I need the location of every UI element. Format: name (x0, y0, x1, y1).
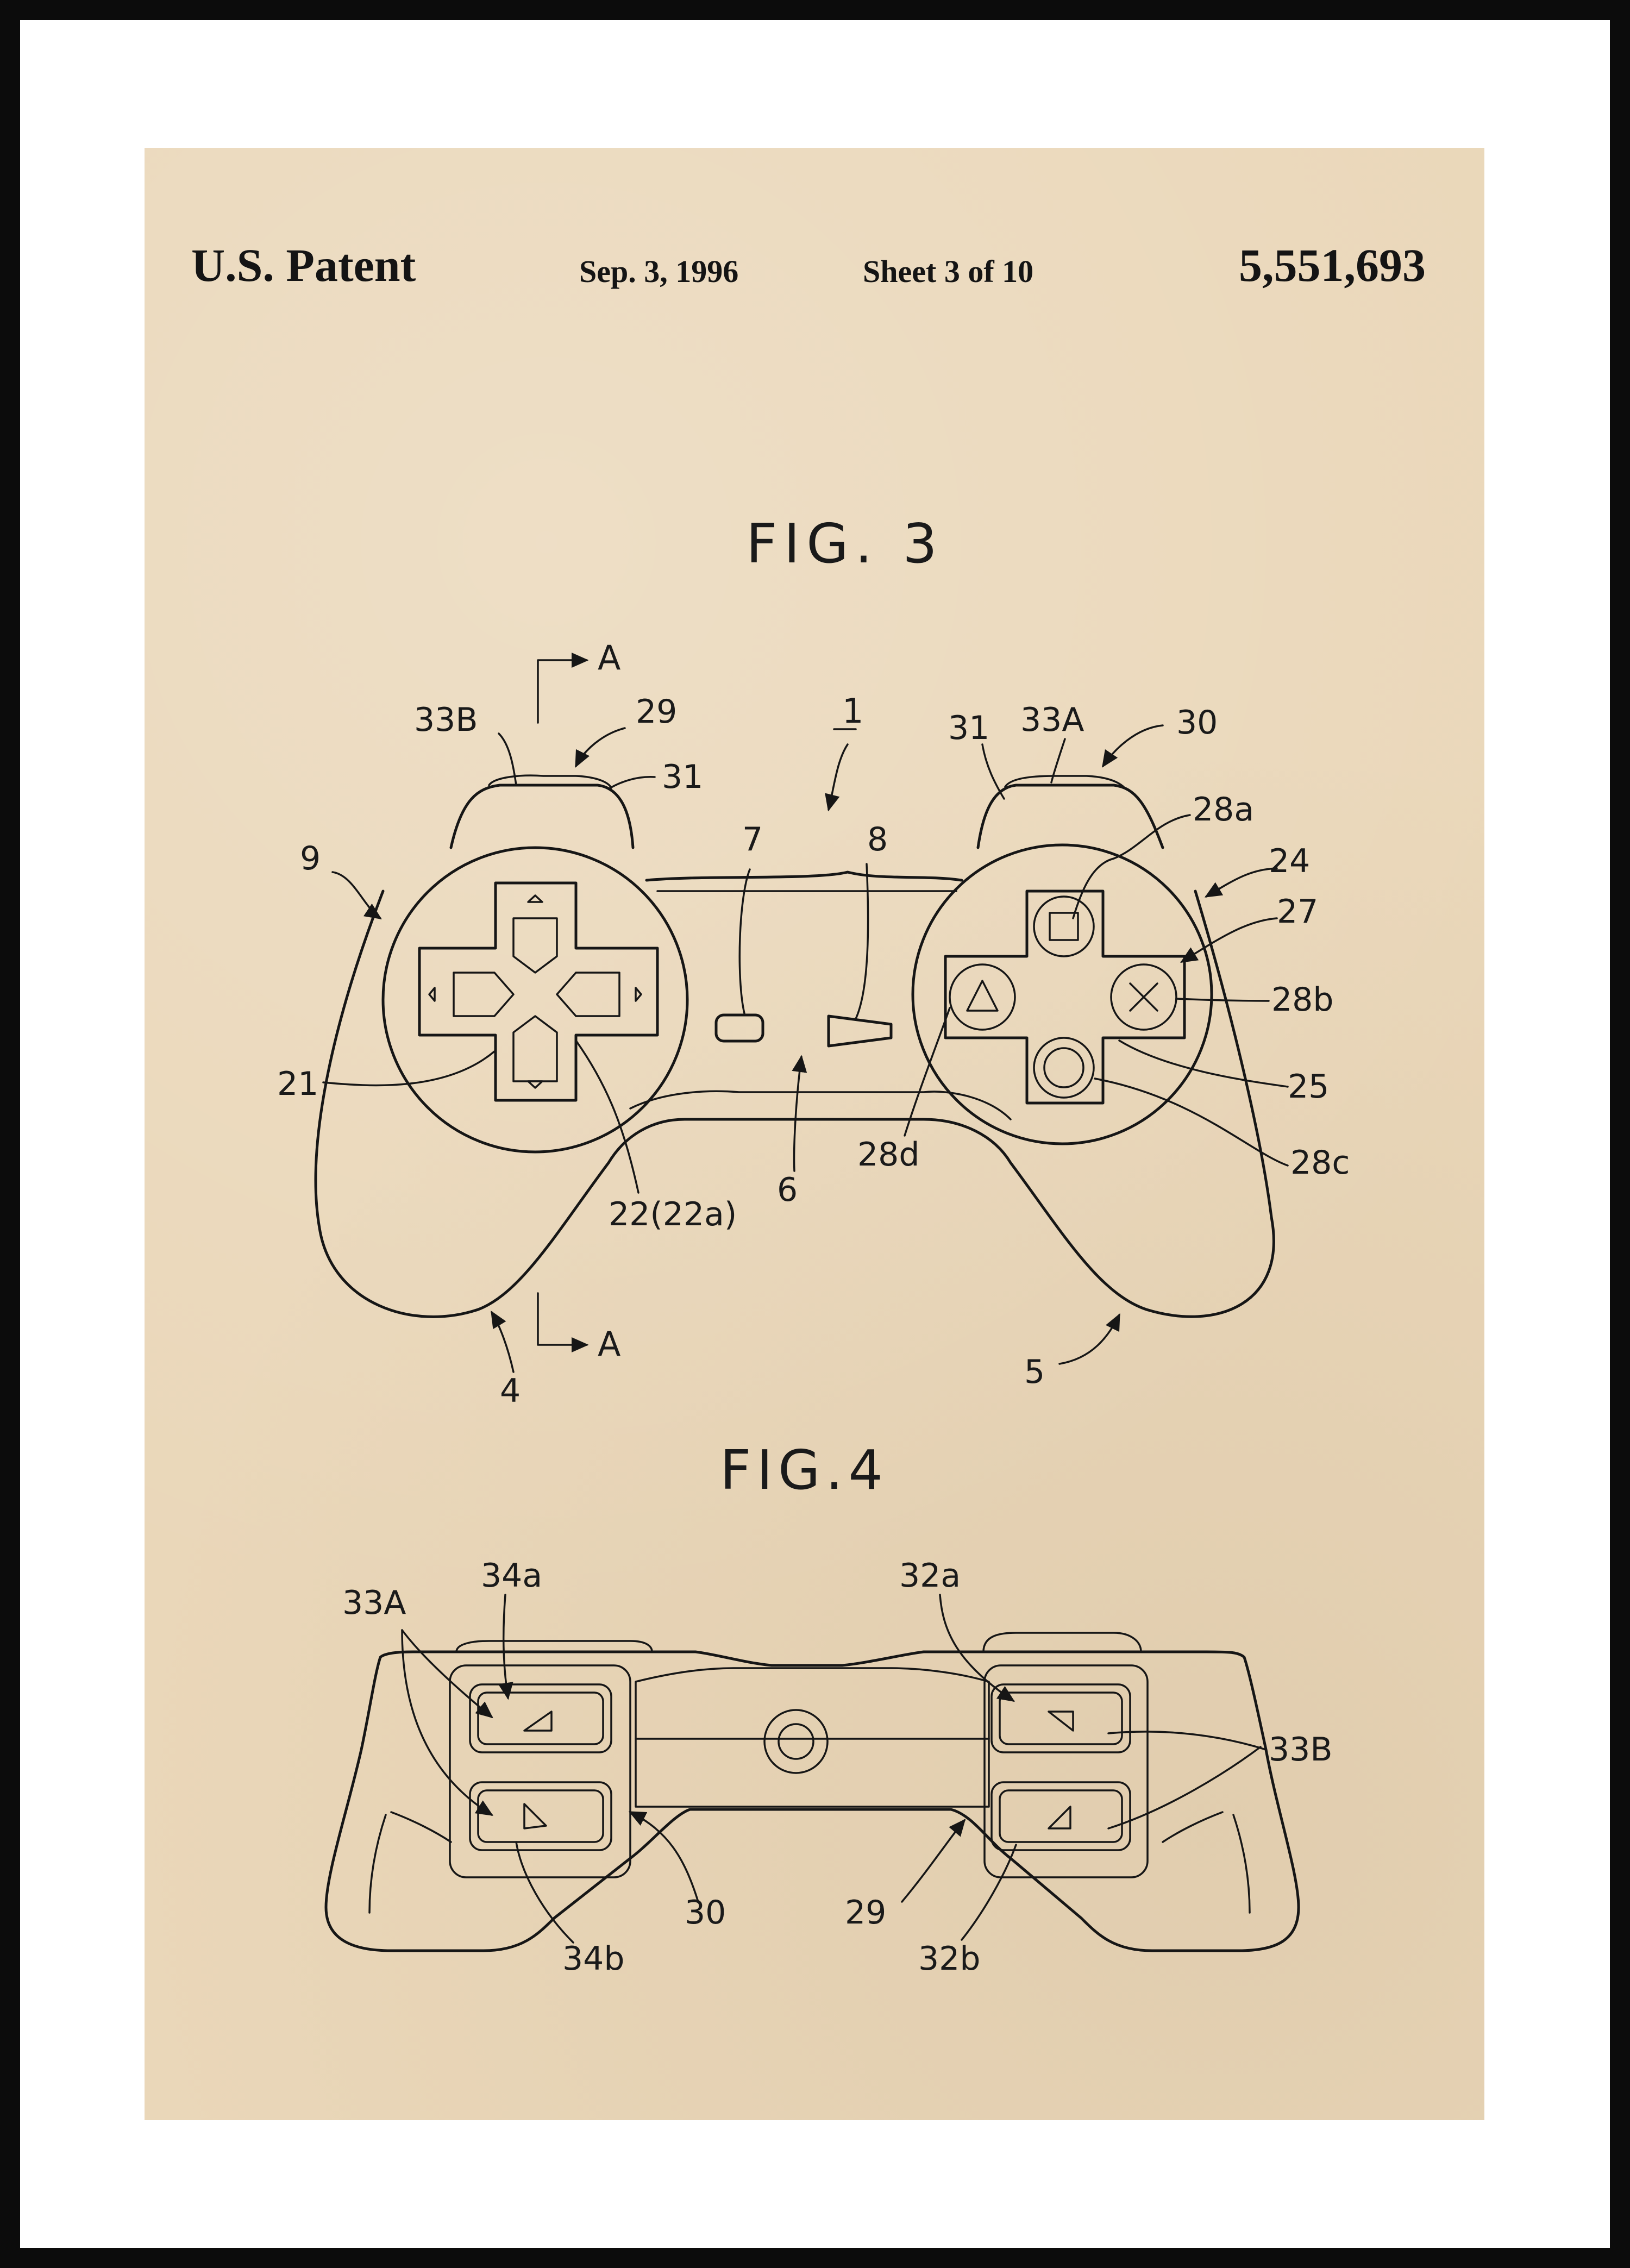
label-7: 7 (742, 820, 763, 859)
dpad-right-button (556, 972, 620, 1017)
fig3-leaders (322, 724, 1289, 1373)
dpad-up-button (512, 917, 558, 974)
label-28b: 28b (1271, 981, 1333, 1019)
fig4-label-33B: 33B (1269, 1731, 1333, 1769)
label-4: 4 (500, 1372, 521, 1410)
square-button (1033, 895, 1095, 957)
section-mark-top: A (598, 638, 620, 678)
label-30: 30 (1176, 704, 1218, 742)
fig4-label-32a: 32a (899, 1557, 961, 1595)
dpad-down-button (512, 1015, 558, 1082)
label-6: 6 (777, 1171, 798, 1209)
fig4-labels: 33A 34a 32a 33B 30 29 34b 32b (342, 1557, 1333, 1978)
circle-button (1033, 1037, 1095, 1099)
patent-sheet (145, 148, 1484, 2120)
fig4-label-34b: 34b (562, 1940, 624, 1978)
dpad (418, 881, 659, 1102)
fig3-title: FIG. 3 (746, 512, 944, 575)
section-mark-bottom: A (598, 1324, 620, 1364)
header-patent-number: 5,551,693 (1239, 239, 1426, 291)
label-33A: 33A (1020, 701, 1084, 739)
cross-button (1110, 963, 1177, 1031)
fig3-controller-outline (314, 774, 1275, 1318)
label-8: 8 (867, 820, 888, 859)
label-24: 24 (1269, 842, 1310, 880)
fig4-label-33A: 33A (342, 1584, 406, 1622)
select-button (714, 1013, 764, 1043)
fig4-label-29: 29 (845, 1894, 886, 1932)
label-27: 27 (1277, 893, 1318, 931)
label-5: 5 (1024, 1353, 1045, 1391)
triangle-button (949, 963, 1016, 1031)
label-28c: 28c (1290, 1144, 1350, 1182)
header-date: Sep. 3, 1996 (579, 254, 739, 289)
fig4-label-34a: 34a (481, 1557, 542, 1595)
header-sheet: Sheet 3 of 10 (863, 254, 1034, 289)
action-buttons (944, 889, 1186, 1105)
fig4-label-30: 30 (685, 1894, 726, 1932)
label-28d: 28d (857, 1136, 919, 1174)
fig4-label-32b: 32b (918, 1940, 980, 1978)
label-1: 1 (842, 691, 863, 731)
label-28a: 28a (1193, 791, 1254, 829)
label-31-left: 31 (662, 758, 703, 796)
start-button (827, 1014, 893, 1048)
label-31-right: 31 (948, 709, 989, 747)
label-22-22a: 22(22a) (609, 1195, 737, 1233)
fig3-labels: 1 33B 29 31 31 33A 30 9 7 8 28a 24 27 28… (277, 691, 1350, 1410)
label-33B: 33B (414, 701, 478, 739)
label-21: 21 (277, 1065, 318, 1103)
fig4-leaders (401, 1594, 1267, 1944)
label-29: 29 (636, 693, 677, 731)
label-9: 9 (300, 839, 321, 878)
fig4-controller-front (324, 1632, 1300, 1952)
header-label: U.S. Patent (191, 239, 416, 291)
label-25: 25 (1288, 1068, 1329, 1106)
section-marks: A A (537, 638, 620, 1364)
dpad-left-button (453, 972, 515, 1017)
fig4-title: FIG.4 (720, 1438, 888, 1502)
